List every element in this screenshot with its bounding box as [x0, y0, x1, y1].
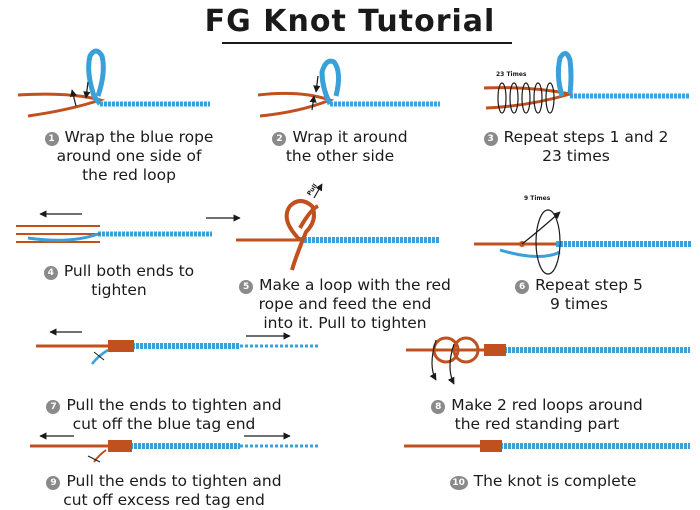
- step3-number: 3: [483, 132, 498, 146]
- step8-number: 8: [431, 400, 446, 414]
- step2-number: 2: [272, 132, 287, 146]
- step4-number: 4: [43, 266, 58, 280]
- step9-figure: [30, 432, 318, 463]
- step1-figure: [17, 48, 210, 118]
- step8-figure: [406, 336, 690, 385]
- step3-count-label: 23 Times: [496, 71, 527, 78]
- step1-number: 1: [44, 132, 59, 146]
- step6-count-label: 9 Times: [524, 195, 551, 202]
- title-underline: [222, 42, 512, 44]
- step4-figure: [16, 210, 241, 243]
- step10-number: 10: [449, 476, 468, 490]
- step9-number: 9: [46, 476, 61, 490]
- step5-pull-label: Pull: [306, 183, 319, 197]
- step6-figure: 9 Times: [474, 195, 692, 275]
- step7-number: 7: [46, 400, 61, 414]
- step5-number: 5: [239, 280, 254, 294]
- step6-number: 6: [515, 280, 530, 294]
- step5-figure: Pull: [236, 183, 440, 271]
- step10-figure: [404, 440, 690, 452]
- step2-figure: [257, 58, 440, 118]
- page-title: FG Knot Tutorial: [204, 4, 496, 39]
- step3-figure: 23 Times: [483, 51, 690, 114]
- step7-figure: [36, 328, 318, 365]
